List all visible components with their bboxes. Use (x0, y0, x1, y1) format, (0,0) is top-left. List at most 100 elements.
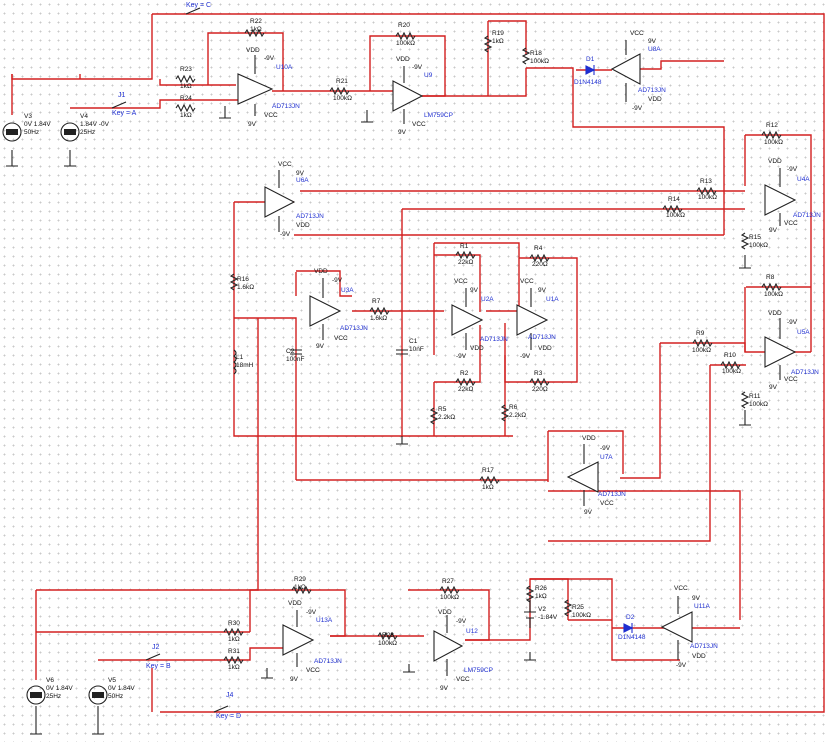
resistor-r24-name: R24 (180, 95, 192, 102)
opamp-u2a-bot-rail: VDD (470, 345, 484, 352)
source-v5-spec: 0V 1.84V (108, 685, 135, 692)
resistor-r29-name: R29 (294, 576, 306, 583)
resistor-r1-value: 22kΩ (458, 259, 474, 266)
opamp-u2a-ref: U2A (481, 296, 494, 303)
opamp-u6a-top-v: 9V (296, 170, 304, 177)
opamp-u11a-top-rail: VCC (674, 585, 688, 592)
voltage-sources (2, 122, 536, 705)
resistor-r10-name: R10 (724, 352, 736, 359)
opamp-u2a-top-rail: VCC (454, 278, 468, 285)
source-v2-name: V2 (538, 606, 546, 613)
opamp-u12-bot-v: 9V (440, 685, 448, 692)
resistor-r22-value: 1kΩ (250, 26, 262, 33)
resistor-r31-name: R31 (228, 648, 240, 655)
wire-network (11, 13, 825, 713)
source-v3-freq: 50Hz (24, 129, 40, 136)
switch-j4[interactable]: Key = D (216, 713, 242, 720)
resistor-r27-name: R27 (442, 578, 454, 585)
ground-symbols (6, 106, 751, 735)
source-v6-name: V6 (46, 677, 54, 684)
capacitor-c2-value: 100nF (286, 356, 305, 363)
opamp-u7a-bot-v: 9V (584, 509, 592, 516)
resistor-r12-value: 100kΩ (764, 139, 783, 146)
opamp-u7a-bot-rail: VCC (600, 500, 614, 507)
diode-d1-name: D1 (586, 56, 595, 63)
resistor-r27-value: 100kΩ (440, 594, 459, 601)
opamp-u3a-top-rail: VDD (314, 268, 328, 275)
opamp-u4a-part: AD713JN (793, 212, 821, 219)
resistor-r25-name: R25 (572, 604, 584, 611)
opamp-u7a-top-rail: VDD (582, 435, 596, 442)
opamp-u9-top-rail: VDD (396, 56, 410, 63)
resistor-r9-value: 100kΩ (692, 347, 711, 354)
resistor-r16-value: 1.6kΩ (237, 284, 255, 291)
resistor-r14-name: R14 (668, 196, 680, 203)
opamp-u4a-ref: U4A (797, 176, 810, 183)
resistor-r8-name: R8 (766, 274, 775, 281)
resistor-r30-name: R30 (228, 620, 240, 627)
resistor-r28-name: R28 (382, 632, 394, 639)
resistor-r25-value: 100kΩ (572, 612, 591, 619)
opamp-u7a-top-v: -9V (600, 445, 611, 452)
opamp-u1a-top-v: 9V (538, 287, 546, 294)
resistor-r8-value: 100kΩ (764, 291, 783, 298)
resistor-r23-name: R23 (180, 66, 192, 73)
resistor-r24-value: 1kΩ (180, 112, 192, 119)
source-v4-spec: 1.84V -0V (80, 121, 109, 128)
resistor-r12-name: R12 (766, 122, 778, 129)
resistor-r18-value: 100kΩ (530, 58, 549, 65)
diode-d1-part: D1N4148 (574, 79, 602, 86)
resistor-r11-value: 100kΩ (749, 401, 768, 408)
source-v3-name: V3 (24, 113, 32, 120)
switch-j2[interactable]: Key = B (146, 663, 171, 670)
resistor-r31-value: 1kΩ (228, 664, 240, 671)
opamp-u4a-bot-v: 9V (769, 227, 777, 234)
resistor-r15-name: R15 (749, 234, 761, 241)
source-v5-name: V5 (108, 677, 116, 684)
resistor-r6-name: R6 (509, 404, 518, 411)
resistor-r13-value: 100kΩ (698, 194, 717, 201)
resistor-r7-name: R7 (372, 298, 381, 305)
source-v6-freq: 25Hz (46, 693, 62, 700)
source-v3-spec: 0V 1.84V (24, 121, 51, 128)
opamp-u2a-top-v: 9V (470, 287, 478, 294)
opamp-u8a-bot-rail: VDD (648, 96, 662, 103)
opamp-u8a-top-rail: VCC (630, 30, 644, 37)
switch-symbols (111, 7, 229, 713)
opamp-u9-ref: U9 (424, 72, 433, 79)
resistor-r28-value: 100kΩ (378, 640, 397, 647)
opamp-u6a-ref: U6A (296, 177, 309, 184)
resistor-r18-name: R18 (530, 50, 542, 57)
opamp-u6a-top-rail: VCC (278, 161, 292, 168)
resistor-r20-name: R20 (398, 22, 410, 29)
opamp-u11a-top-v: 9V (692, 595, 700, 602)
opamp-u1a-top-rail: VCC (520, 278, 534, 285)
source-v2-spec: -1.84V (538, 614, 558, 621)
resistor-r3-name: R3 (534, 370, 543, 377)
resistor-r10-value: 100kΩ (722, 368, 741, 375)
opamp-u13a-top-rail: VDD (288, 600, 302, 607)
resistor-r4-name: R4 (534, 245, 543, 252)
opamp-u13a-top-v: -9V (306, 609, 317, 616)
resistor-r2-value: 22kΩ (458, 386, 474, 393)
opamp-u9-part: LM759CP (424, 112, 453, 119)
opamp-u8a-ref: U8A (648, 46, 661, 53)
switch-j4-label: J4 (226, 692, 234, 699)
opamp-u11a-part: AD713JN (690, 643, 718, 650)
opamp-u4a-bot-rail: VCC (784, 220, 798, 227)
resistor-r3-value: 220Ω (532, 386, 548, 393)
source-v5-freq: 50Hz (108, 693, 124, 700)
opamp-u3a-bot-rail: VCC (334, 335, 348, 342)
resistor-r26-name: R26 (535, 585, 547, 592)
opamp-u9-bot-rail: VCC (412, 121, 426, 128)
opamp-u4a-top-v: -9V (787, 166, 798, 173)
opamp-u1a-ref: U1A (546, 296, 559, 303)
opamp-u1a-part: AD713JN (528, 334, 556, 341)
resistor-r4-value: 220Ω (532, 261, 548, 268)
opamp-u10a-part: AD713JN (272, 103, 300, 110)
source-v4-name: V4 (80, 113, 88, 120)
capacitor-c1-name: C1 (409, 338, 418, 345)
switch-key-c[interactable]: Key = C (186, 2, 212, 9)
switch-j1[interactable]: Key = A (112, 110, 137, 117)
